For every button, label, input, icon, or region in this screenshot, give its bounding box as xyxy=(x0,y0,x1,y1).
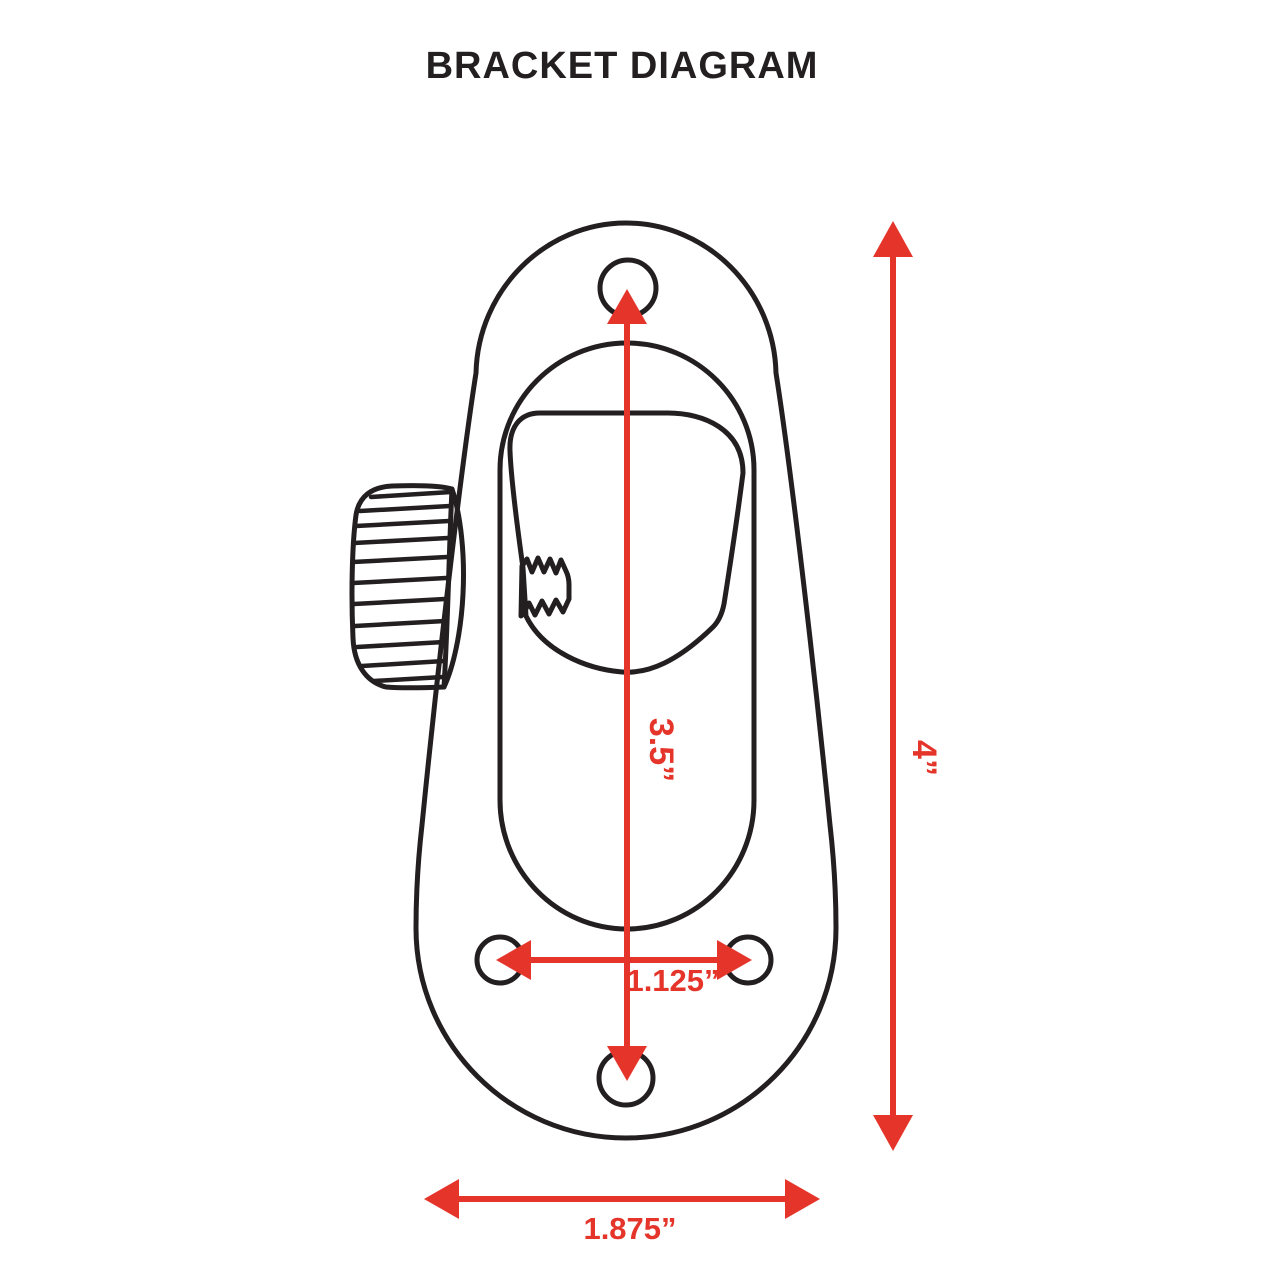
opening-cutout xyxy=(507,410,746,675)
knurled-knob xyxy=(349,483,467,691)
slot-height-label: 3.5” xyxy=(642,718,680,782)
bracket-outline xyxy=(413,220,839,1141)
overall-height-label: 4” xyxy=(905,740,943,776)
knob-knurl-ridges xyxy=(350,489,454,684)
arrowhead-right-icon xyxy=(785,1179,820,1219)
arrowhead-down-icon xyxy=(873,1115,913,1151)
arrowhead-left-icon xyxy=(424,1179,459,1219)
dimension-lines xyxy=(456,252,896,1202)
bracket-line-art xyxy=(349,220,839,1141)
page-title: BRACKET DIAGRAM xyxy=(426,45,819,87)
arrowhead-up-icon xyxy=(607,289,647,324)
title-group: BRACKET DIAGRAM xyxy=(426,45,819,87)
hole-spacing-label: 1.125” xyxy=(626,963,719,998)
dimension-arrowheads xyxy=(424,221,913,1219)
set-screw xyxy=(518,555,572,619)
arrowhead-right-icon xyxy=(717,940,752,980)
arrowhead-down-icon xyxy=(607,1046,647,1081)
dimension-labels: 3.5” 4” 1.125” 1.875” xyxy=(583,718,943,1246)
arrowhead-left-icon xyxy=(496,940,531,980)
overall-width-label: 1.875” xyxy=(583,1211,676,1246)
arrowhead-up-icon xyxy=(873,221,913,257)
